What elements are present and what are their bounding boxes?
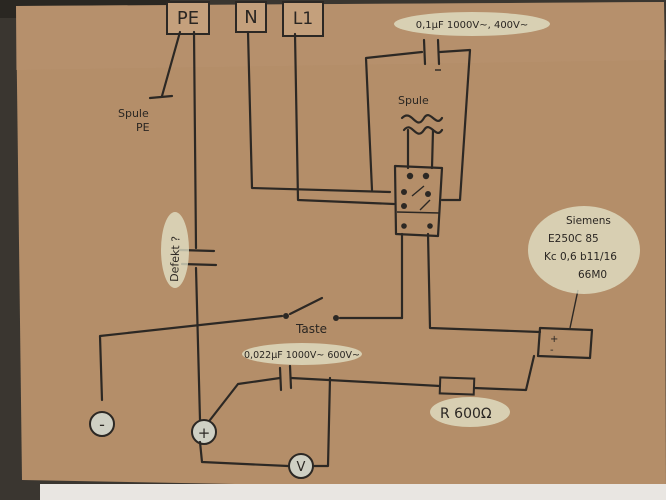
minus-terminal-label: - bbox=[99, 415, 105, 434]
voltmeter-label: V bbox=[297, 460, 306, 475]
cap-top-highlight bbox=[394, 12, 550, 36]
defekt-highlight bbox=[161, 212, 189, 288]
terminal-pe: PE bbox=[166, 1, 210, 35]
cap-bottom-label: 0,022µF 1000V~ 600V~ bbox=[244, 350, 360, 361]
siemens-line-4: 66M0 bbox=[578, 269, 607, 281]
pe-wire-upper bbox=[192, 30, 198, 250]
minus-terminal bbox=[89, 411, 115, 437]
terminal-pe-label: PE bbox=[177, 8, 199, 29]
minus-to-taste-wire bbox=[98, 314, 284, 402]
rectifier-minus: - bbox=[550, 345, 554, 356]
cap-top-plate-1 bbox=[422, 38, 427, 66]
cap-top-plate-2 bbox=[436, 38, 441, 66]
terminal-l1: L1 bbox=[282, 1, 324, 37]
voltmeter bbox=[288, 453, 314, 479]
cap-bottom-plate-1 bbox=[278, 366, 283, 392]
terminal-l1-label: L1 bbox=[293, 9, 313, 29]
cap-top-left-wire bbox=[364, 50, 424, 192]
rectifier-plus: + bbox=[550, 334, 558, 345]
paper-strip bbox=[40, 484, 666, 500]
taste-lever bbox=[288, 296, 324, 316]
ground-symbol bbox=[148, 94, 174, 100]
resistor-highlight bbox=[430, 397, 510, 427]
siemens-line-1: Siemens bbox=[566, 215, 611, 227]
coil-winding-bottom bbox=[402, 126, 444, 135]
spule-pe-label-1: Spule bbox=[118, 107, 149, 120]
pe-ground-wire bbox=[160, 30, 182, 98]
voltmeter-to-cap-wire bbox=[312, 376, 332, 468]
cap-top-label: 0,1µF 1000V~, 400V~ bbox=[416, 20, 529, 31]
resistor-body bbox=[438, 376, 476, 396]
taste-label: Taste bbox=[295, 322, 327, 336]
cap-top-right-wire bbox=[438, 48, 472, 202]
cap-to-resistor-wire bbox=[289, 376, 442, 388]
l1-wire bbox=[293, 32, 396, 206]
coil-winding-top bbox=[400, 114, 444, 124]
coil-leads bbox=[406, 128, 435, 170]
siemens-highlight bbox=[528, 206, 640, 294]
pe-wire-lower bbox=[194, 266, 202, 422]
cap-bottom-highlight bbox=[242, 343, 362, 365]
resistor-label: R 600Ω bbox=[440, 406, 492, 422]
plus-to-voltmeter-wire bbox=[198, 440, 290, 468]
siemens-pointer bbox=[569, 289, 579, 329]
taste-contact-1 bbox=[283, 313, 289, 319]
plus-terminal bbox=[191, 419, 217, 445]
cardboard-sheet bbox=[16, 2, 666, 492]
resistor-to-rectifier-wire bbox=[472, 354, 536, 392]
spule-pe-label-2: PE bbox=[136, 121, 150, 134]
rectifier-block bbox=[536, 326, 594, 360]
siemens-line-2: E250C 85 bbox=[548, 233, 599, 245]
plus-to-cap-wire bbox=[208, 376, 282, 422]
cardboard-shade bbox=[16, 2, 666, 70]
cap-bottom-plate-2 bbox=[288, 364, 293, 390]
spule-label: Spule bbox=[398, 94, 429, 107]
siemens-line-3: Kc 0,6 b11/16 bbox=[544, 251, 617, 263]
taste-contact-2 bbox=[333, 315, 339, 321]
n-wire bbox=[246, 30, 392, 194]
relay-to-rectifier-wire bbox=[426, 232, 542, 334]
relay-block bbox=[393, 164, 444, 238]
defekt-label: Defekt ? bbox=[168, 236, 183, 282]
terminal-n: N bbox=[235, 1, 267, 33]
plus-terminal-label: + bbox=[198, 424, 211, 442]
terminal-n-label: N bbox=[244, 7, 257, 28]
